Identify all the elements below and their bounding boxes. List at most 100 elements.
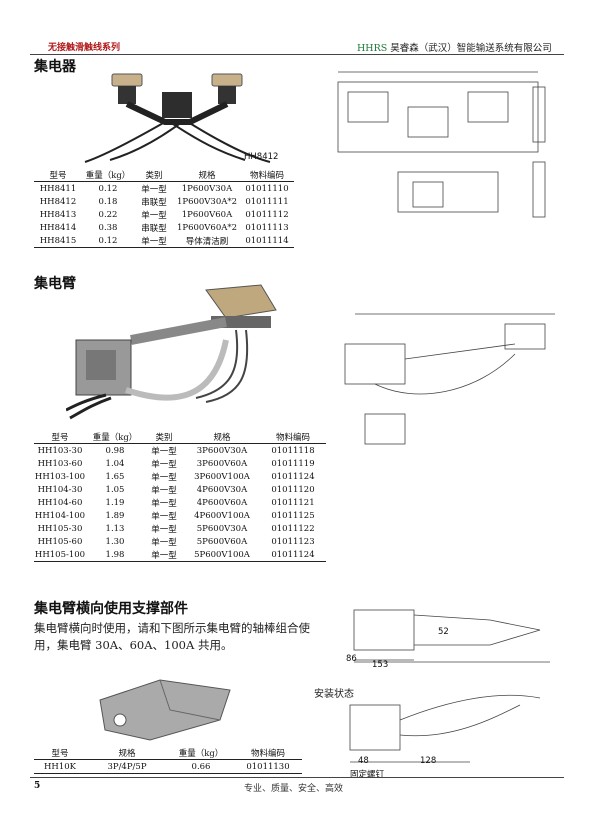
column-header: 重量（kg） [82,168,134,182]
cell: 单一型 [151,537,177,548]
section3-description: 集电臂横向时使用，请和下图所示集电臂的轴棒组合使 用，集电臂 30A、60A、1… [34,620,334,654]
column-header: 重量（kg） [86,430,144,444]
cell: HH105-100 [34,548,86,562]
cell: 单一型 [151,472,177,483]
cell: 01011125 [271,510,315,521]
cell: 01011114 [240,234,294,248]
series-title: 无接触滑触线系列 [48,43,121,53]
table-header-row: 型号 重量（kg） 类别 规格 物料编码 [34,430,326,444]
cell: 单一型 [151,511,177,522]
cell: 5P600V100A [184,548,260,562]
dimension-label: 52 [438,627,449,637]
cell: 1.65 [105,471,125,482]
brand-name: HHRS [357,43,388,54]
cell: HH8411 [39,183,77,194]
cell: 1.89 [105,510,125,521]
cell: 单一型 [151,498,177,509]
column-header: 物料编码 [240,168,294,182]
cell: 1.04 [105,458,125,469]
cell: 0.38 [98,222,118,233]
cell: 01011112 [245,209,289,220]
cell: 01011123 [271,536,315,547]
photo-label: HH8412 [244,152,279,162]
cell: 3P600V30A [196,445,248,456]
cell: 01011124 [260,548,326,562]
column-header: 物料编码 [260,430,326,444]
cell: 1.05 [105,484,125,495]
cell: 0.22 [98,209,118,220]
cell: 串联型 [141,223,167,234]
company-name: 昊睿森（武汉）智能输送系统有限公司 [390,43,552,54]
cell: 01011122 [271,523,315,534]
column-header: 规格 [86,746,168,760]
cell: 5P600V60A [196,536,248,547]
table-row: HH105-30 1.13 单一型 5P600V30A 01011122 [34,522,326,535]
support-part-drawing [353,609,550,663]
cell: 0.66 [168,759,234,774]
bolt-label: 固定螺钉 [350,770,385,780]
cell: 1.30 [105,536,125,547]
cell: 单一型 [151,485,177,496]
cell: 01011119 [271,458,315,469]
cell: 单一型 [151,459,177,470]
cell: 1P600V60A*2 [176,222,238,233]
table-header-row: 型号 规格 重量（kg） 物料编码 [34,746,302,760]
cell: HH105-60 [37,536,83,547]
column-header: 型号 [34,168,82,182]
cell: 单一型 [141,184,167,195]
cell: 单一型 [134,234,174,248]
column-header: 型号 [34,746,86,760]
cell: HH103-100 [34,471,86,482]
column-header: 类别 [134,168,174,182]
cell: 4P600V30A [196,484,248,495]
cell: 01011111 [245,196,289,207]
cell: 单一型 [151,446,177,457]
section1-title: 集电器 [34,59,76,75]
collector-photo [84,73,271,163]
description-line: 集电臂横向时使用，请和下图所示集电臂的轴棒组合使 [34,621,310,635]
footer-slogan: 专业、质量、安全、高效 [244,784,344,794]
cell: 1.19 [105,497,125,508]
cell: 串联型 [141,197,167,208]
column-header: 规格 [184,430,260,444]
cell: HH105-30 [37,523,83,534]
cell: 0.18 [98,196,118,207]
column-header: 型号 [34,430,86,444]
cell: 3P600V60A [196,458,248,469]
company-header: HHRS 昊睿森（武汉）智能输送系统有限公司 [357,40,552,54]
cell: 1.98 [86,548,144,562]
cell: 5P600V30A [196,523,248,534]
support-part-photo [99,679,231,741]
cell: 单一型 [144,548,184,562]
cell: 导体清洁刷 [174,234,240,248]
dimension-label: 48 [358,756,369,766]
cell: 0.12 [82,234,134,248]
page-number: 5 [34,781,41,791]
cell: 01011110 [245,183,289,194]
column-header: 物料编码 [234,746,302,760]
column-header: 规格 [174,168,240,182]
cell: 01011118 [271,445,315,456]
cell: 1P600V30A*2 [176,196,238,207]
cell: HH104-30 [37,484,83,495]
cell: HH8415 [34,234,82,248]
cell: 单一型 [151,524,177,535]
description-line: 用，集电臂 30A、60A、100A 共用。 [34,638,233,652]
cell: 单一型 [141,210,167,221]
cell: 1.13 [105,523,125,534]
header-divider [30,54,564,55]
collector-drawing [337,71,546,218]
cell: 0.12 [98,183,118,194]
cell: 0.98 [105,445,125,456]
